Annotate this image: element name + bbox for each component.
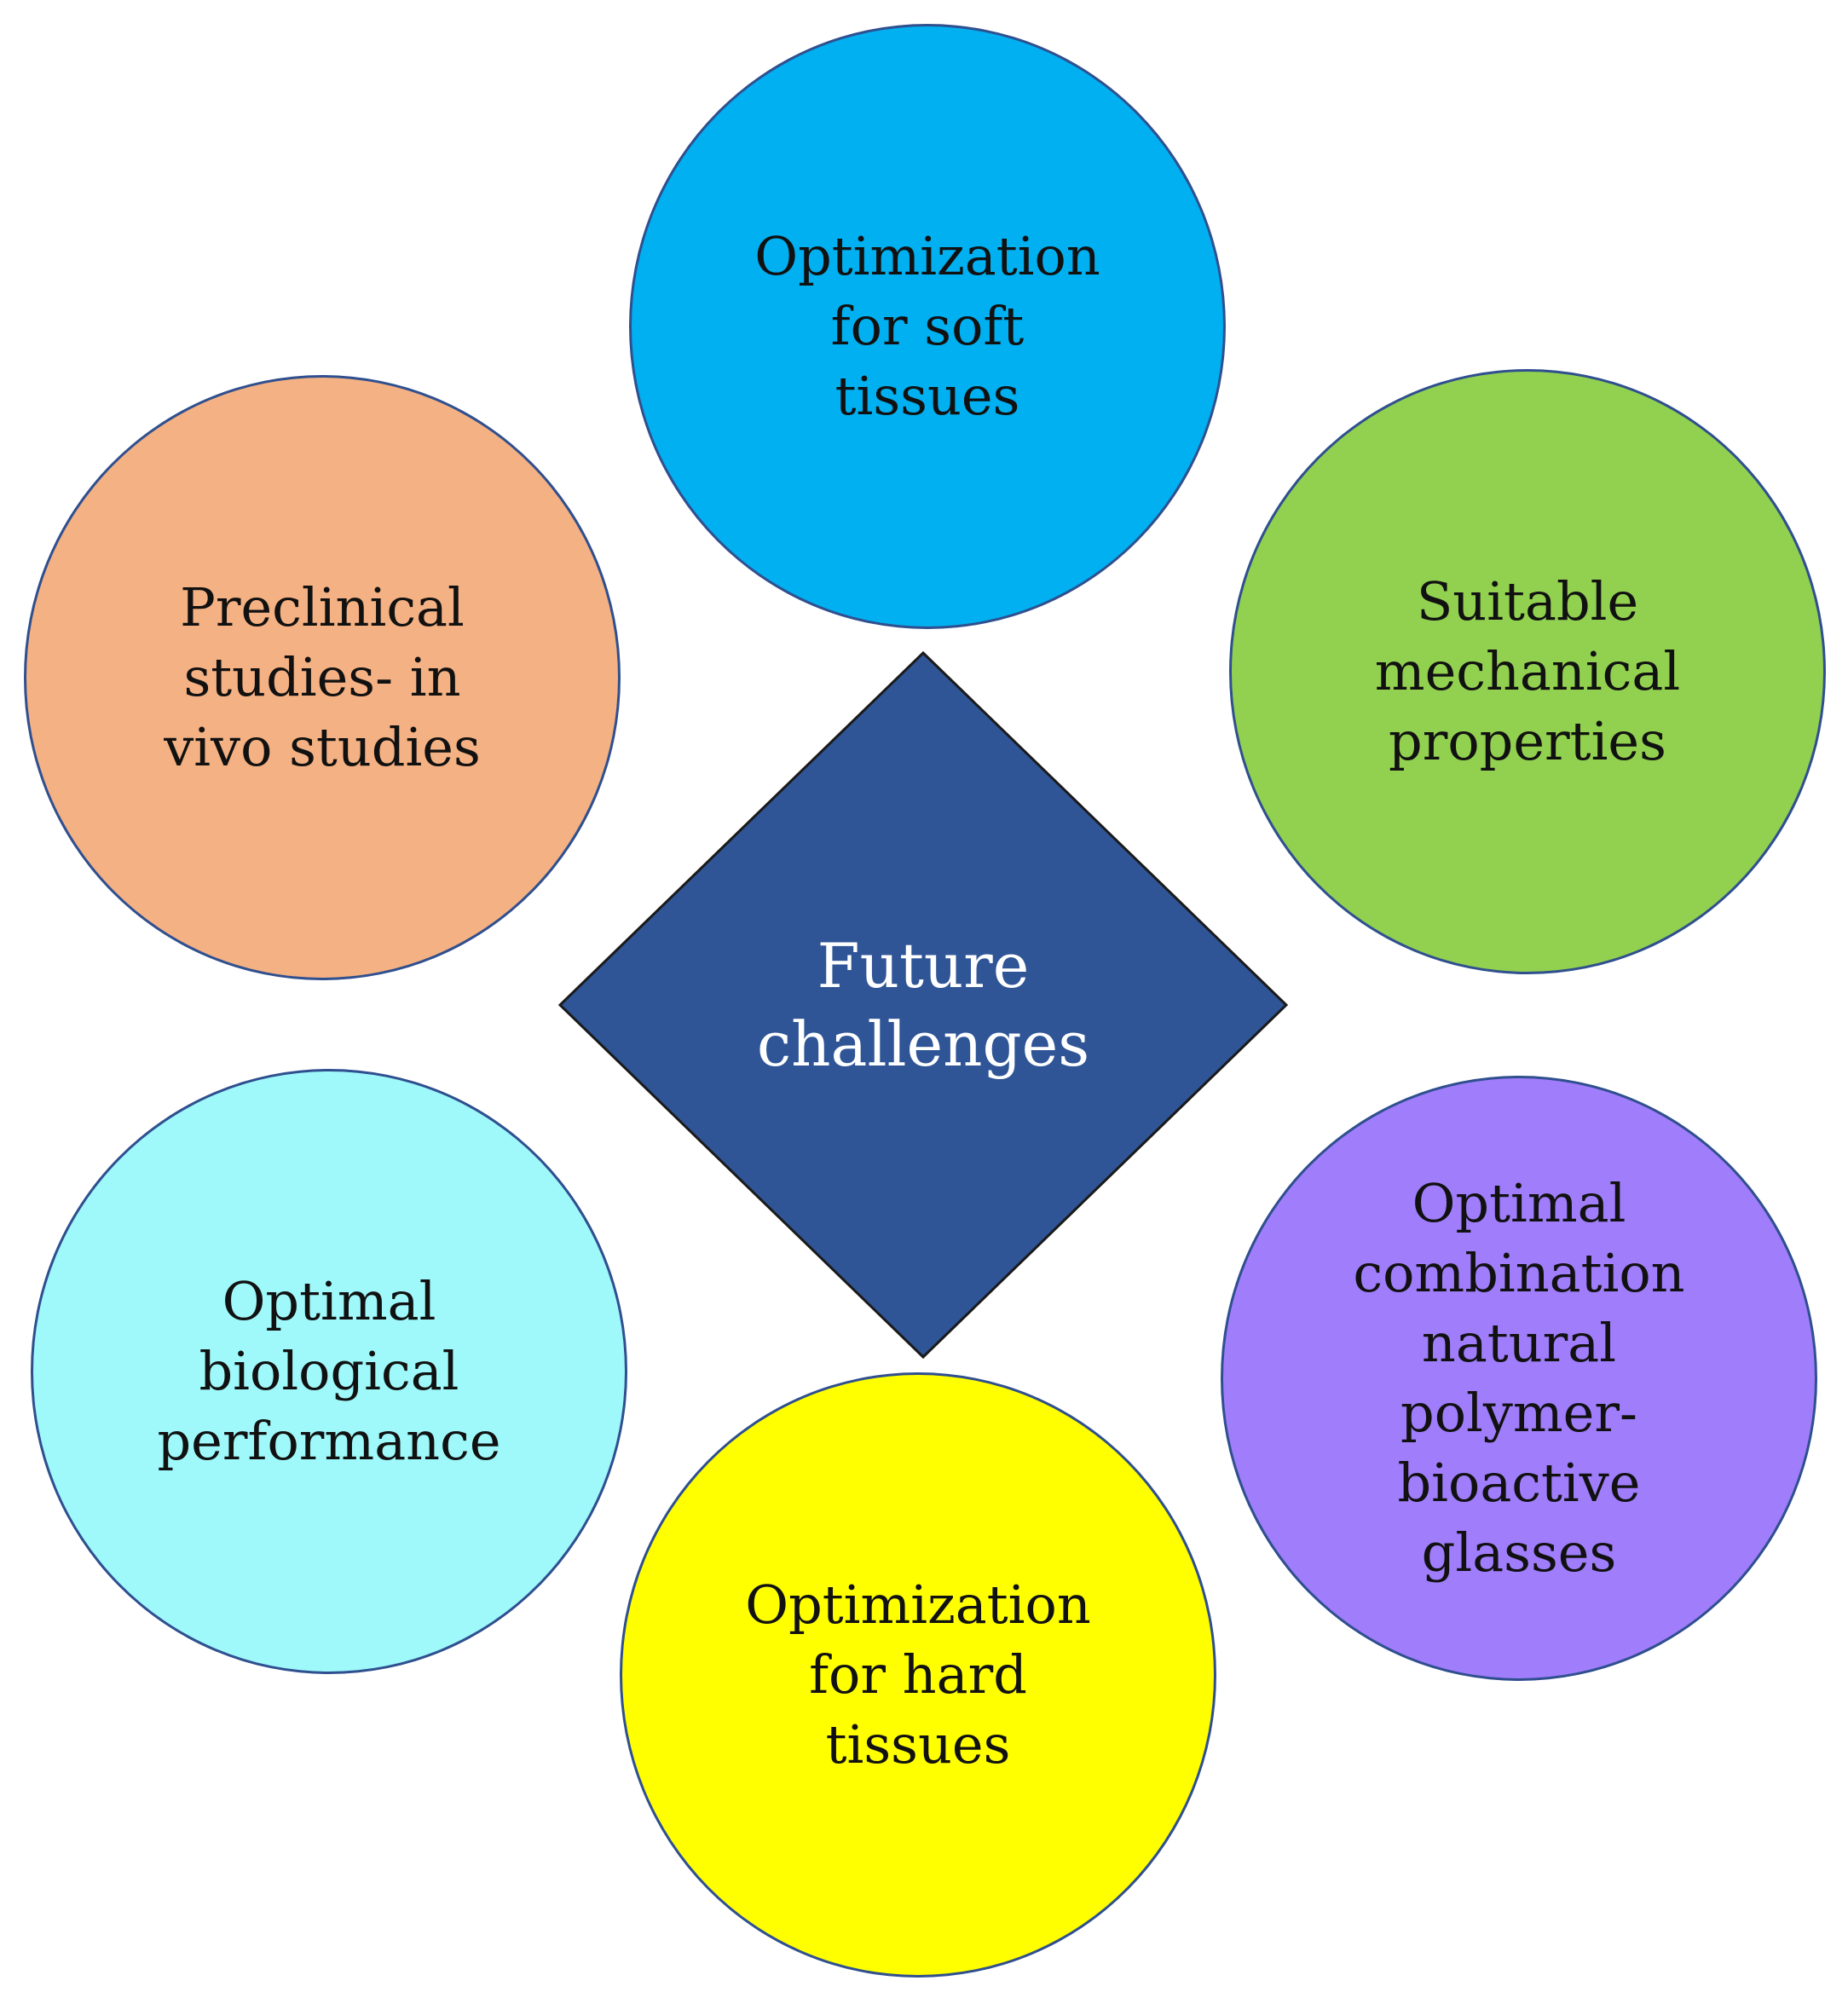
node-optimal-biological-performance: Optimal biological performance	[31, 1069, 627, 1674]
diamond-shape	[557, 650, 1289, 1360]
node-optimization-soft-tissues: Optimization for soft tissues	[629, 24, 1226, 629]
center-label: Future challenges	[756, 930, 1090, 1080]
node-label: Optimal combination natural polymer- bio…	[1353, 1172, 1685, 1584]
center-diamond	[557, 650, 1289, 1360]
node-optimization-hard-tissues: Optimization for hard tissues	[620, 1372, 1216, 1978]
node-label: Optimal biological performance	[157, 1270, 501, 1472]
node-label: Preclinical studies- in vivo studies	[164, 576, 481, 778]
node-preclinical-studies: Preclinical studies- in vivo studies	[24, 375, 621, 980]
node-suitable-mechanical-properties: Suitable mechanical properties	[1229, 369, 1826, 974]
node-optimal-combination: Optimal combination natural polymer- bio…	[1221, 1076, 1817, 1681]
node-label: Suitable mechanical properties	[1374, 570, 1681, 772]
node-label: Optimization for hard tissues	[745, 1574, 1091, 1776]
node-label: Optimization for soft tissues	[754, 225, 1100, 427]
